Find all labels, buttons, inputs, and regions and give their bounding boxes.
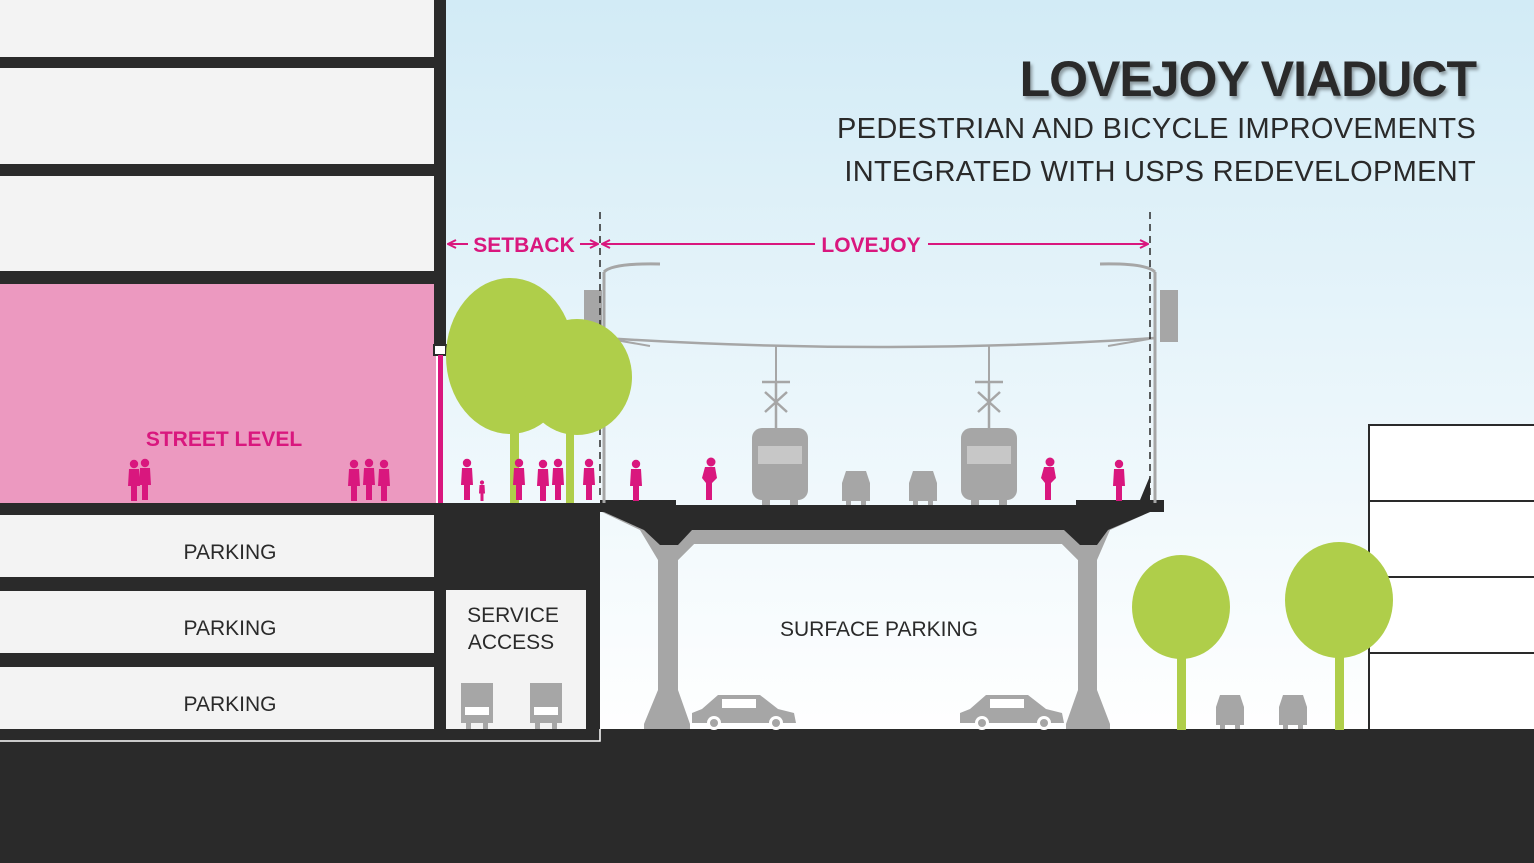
viaduct (600, 476, 1164, 729)
parking-label-2: PARKING (184, 617, 277, 640)
setback-label: SETBACK (473, 234, 575, 257)
streetcar-icon (961, 346, 1017, 505)
surface-parking-label: SURFACE PARKING (780, 618, 978, 641)
right-building (1368, 424, 1534, 731)
subtitle-line-2: INTEGRATED WITH USPS REDEVELOPMENT (844, 156, 1476, 188)
ground (0, 729, 1534, 863)
trees (446, 278, 1393, 730)
lovejoy-label: LOVEJOY (821, 234, 920, 257)
street-level-floor (0, 284, 436, 503)
page-title: LOVEJOY VIADUCT (1019, 51, 1477, 107)
tree-icon (1285, 542, 1393, 730)
service-access-label-line2: ACCESS (468, 631, 554, 654)
car-icon (1279, 695, 1307, 729)
car-icon (1216, 695, 1244, 729)
service-access-label-line1: SERVICE (467, 604, 559, 627)
tree-icon (1132, 555, 1230, 730)
truck-icon (530, 683, 562, 729)
car-icon (909, 471, 937, 505)
tree-icon (522, 319, 632, 503)
streetcars (752, 346, 1017, 505)
car-icon (842, 471, 870, 505)
streetcar-icon (752, 346, 808, 505)
truck-icon (461, 683, 493, 729)
building (0, 0, 600, 741)
parking-label-3: PARKING (184, 693, 277, 716)
street-level-label: STREET LEVEL (146, 428, 303, 451)
parking-label-1: PARKING (184, 541, 277, 564)
subtitle-line-1: PEDESTRIAN AND BICYCLE IMPROVEMENTS (837, 113, 1476, 145)
